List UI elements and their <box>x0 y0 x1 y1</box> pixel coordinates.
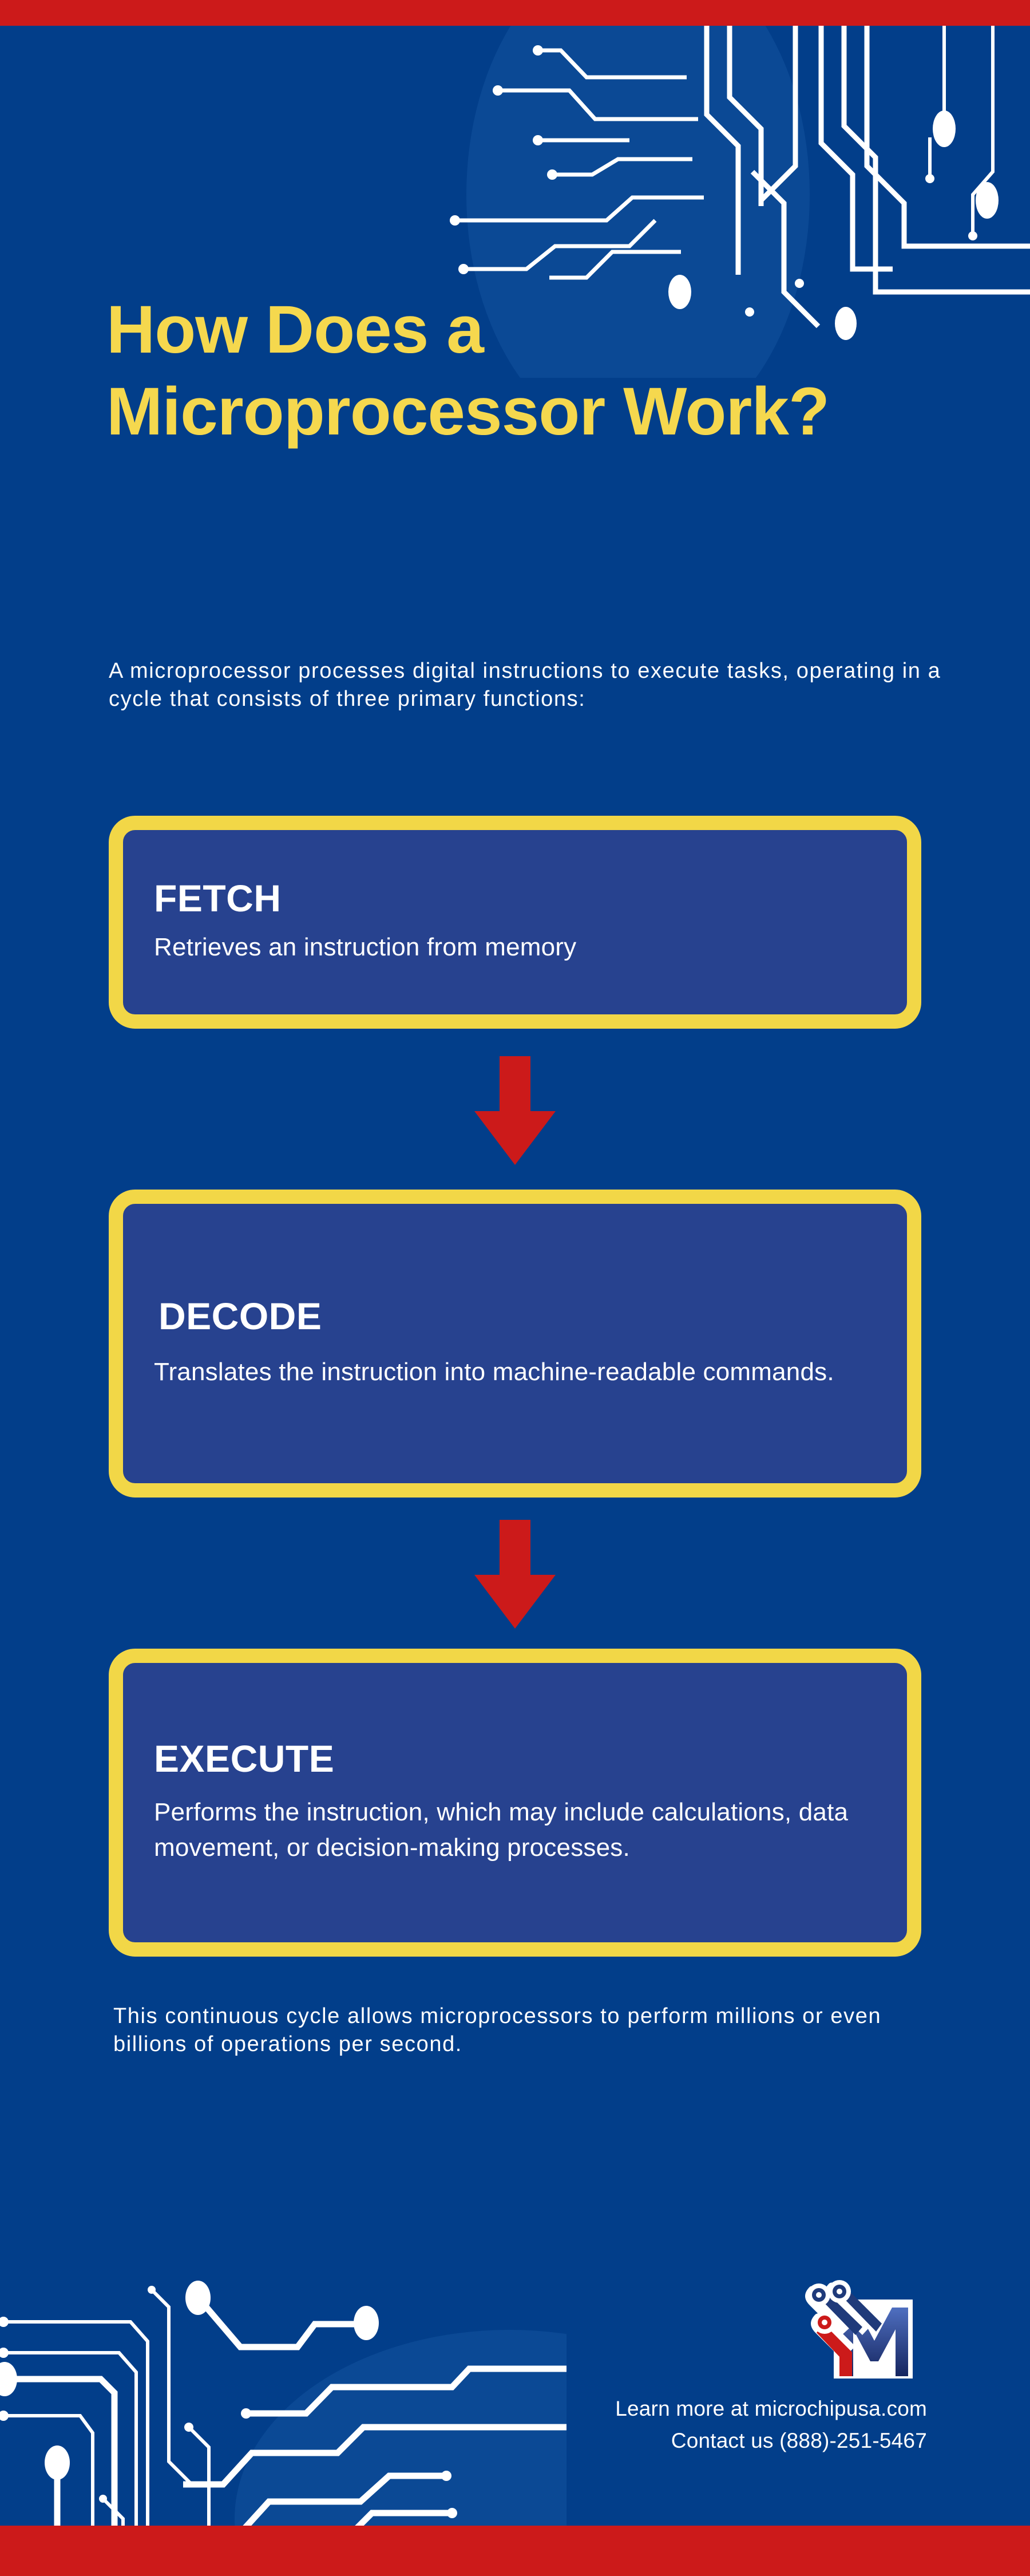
step-label-decode: DECODE <box>159 1294 322 1337</box>
step-label-execute: EXECUTE <box>154 1737 335 1780</box>
step-description-execute: Performs the instruction, which may incl… <box>154 1797 849 1862</box>
microchip-usa-m-logo <box>805 2280 913 2379</box>
circuit-decoration-bottom-left <box>0 2281 566 2542</box>
footer-learn-more[interactable]: Learn more at microchipusa.com <box>615 2397 927 2420</box>
step-description-fetch: Retrieves an instruction from memory <box>154 933 577 961</box>
down-arrow-icon <box>474 1520 556 1629</box>
top-accent-bar <box>0 0 1030 26</box>
footer-contact-phone[interactable]: Contact us (888)-251-5467 <box>671 2429 927 2453</box>
page-title: How Does a Microprocessor Work? <box>106 292 830 449</box>
step-card-fetch: FETCH Retrieves an instruction from memo… <box>109 816 921 1029</box>
bottom-accent-bar <box>0 2526 1030 2576</box>
step-description-decode: Translates the instruction into machine-… <box>154 1357 834 1386</box>
step-card-execute: EXECUTE Performs the instruction, which … <box>109 1649 921 1957</box>
intro-paragraph: A microprocessor processes digital instr… <box>109 659 941 712</box>
down-arrow-icon <box>474 1056 556 1165</box>
footer-contact-block: Learn more at microchipusa.com Contact u… <box>343 2393 927 2457</box>
outro-paragraph: This continuous cycle allows microproces… <box>113 2004 882 2057</box>
step-card-decode: DECODE Translates the instruction into m… <box>109 1190 921 1498</box>
step-label-fetch: FETCH <box>154 876 282 919</box>
